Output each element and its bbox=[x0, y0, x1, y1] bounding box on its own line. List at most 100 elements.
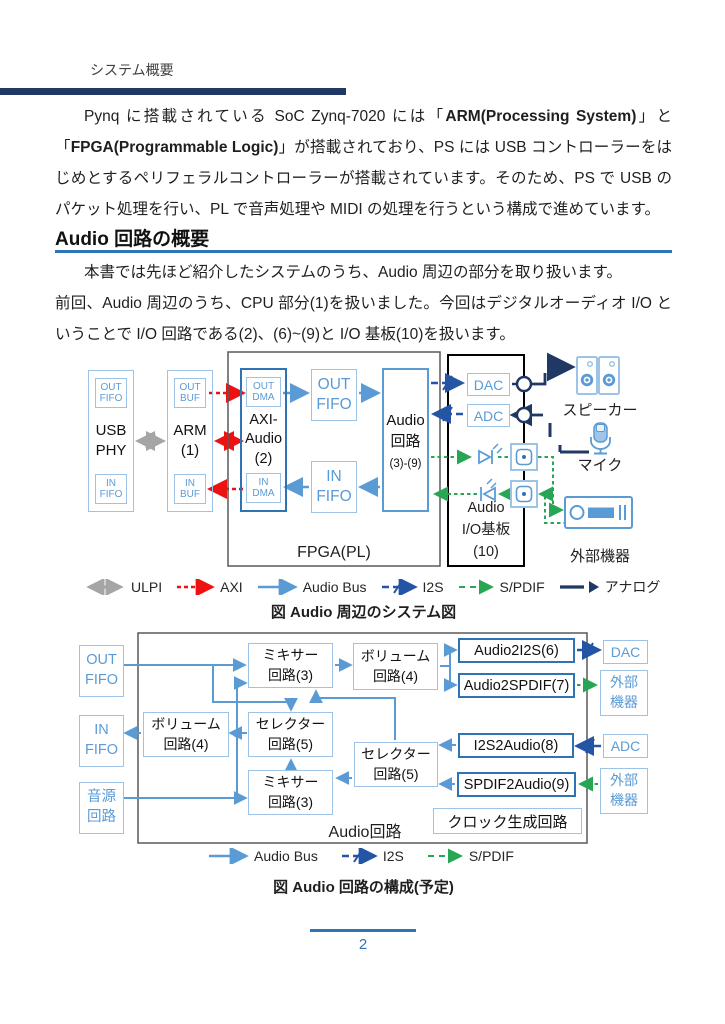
intro-bold-fpga: FPGA(Programmable Logic) bbox=[70, 139, 279, 156]
d2-ext-top-box: 外部 機器 bbox=[600, 670, 648, 716]
mic-label: マイク bbox=[577, 457, 623, 474]
microphone-icon bbox=[590, 422, 611, 455]
d2-clockgen-box: クロック生成回路 bbox=[433, 808, 582, 834]
diagram1-caption: 図 Audio 周辺のシステム図 bbox=[270, 604, 457, 621]
in-buf-box: IN BUF bbox=[174, 474, 206, 504]
spdif-in-1 bbox=[544, 494, 567, 524]
footer-rule bbox=[310, 929, 416, 932]
legend-analog: アナログ bbox=[558, 577, 660, 597]
legend-i2s: I2S bbox=[380, 579, 444, 595]
led-rx-icon bbox=[480, 478, 497, 502]
d2-mixer-bottom-box: ミキサー 回路(3) bbox=[248, 770, 333, 815]
audio-bus-sample-icon bbox=[257, 579, 298, 595]
d2-branch-1 bbox=[212, 665, 291, 703]
d2-branch-2 bbox=[236, 682, 243, 702]
audio-circuit-box: Audio 回路 (3)-(9) bbox=[382, 368, 429, 512]
i2s-slash bbox=[442, 375, 453, 391]
d2-in-fifo-box: IN FIFO bbox=[79, 715, 124, 767]
spdif-sample-icon bbox=[458, 579, 494, 595]
spdif-out-3 bbox=[538, 456, 557, 511]
speaker-label: スピーカー bbox=[562, 402, 638, 419]
header-rule bbox=[0, 88, 346, 95]
in-dma-box: IN DMA bbox=[246, 473, 281, 503]
legend2-i2s: I2S bbox=[340, 848, 404, 864]
ulpi-sample-icon bbox=[86, 579, 124, 595]
d2-i2s2audio-box: I2S2Audio(8) bbox=[458, 733, 574, 758]
audio-bus-sample-icon bbox=[209, 848, 249, 864]
audio-circuit-sublabel: (3)-(9) bbox=[389, 458, 422, 470]
section-paragraph-2: 前回、Audio 周辺のうち、CPU 部分(1)を扱いました。今回はデジタルオー… bbox=[55, 295, 672, 343]
out-buf-box: OUT BUF bbox=[174, 378, 206, 408]
d2-i2s-slash1 bbox=[584, 642, 594, 658]
usb-in-fifo-box: IN FIFO bbox=[95, 474, 127, 504]
section-heading-rule bbox=[55, 250, 672, 253]
arm-label: ARM (1) bbox=[173, 421, 207, 459]
section-paragraph-1: 本書では先ほど紹介したシステムのうち、Audio 周辺の部分を取り扱います。 bbox=[84, 264, 622, 281]
d2-adc-box: ADC bbox=[603, 734, 648, 758]
d2-selector-right-box: セレクター 回路(5) bbox=[354, 742, 438, 787]
d2-i2s-slash2 bbox=[585, 738, 595, 754]
usb-phy-label: USB PHY bbox=[95, 421, 127, 459]
section-heading: Audio 回路の概要 bbox=[55, 229, 210, 250]
ulpi-slash bbox=[145, 433, 156, 449]
audio-circuit-frame-label: Audio回路 bbox=[328, 824, 402, 841]
line-out-jack-icon bbox=[515, 375, 533, 393]
usb-phy-box: OUT FIFO USB PHY IN FIFO bbox=[88, 370, 134, 512]
legend-spdif: S/PDIF bbox=[457, 579, 545, 595]
arm-box: OUT BUF ARM (1) IN BUF bbox=[167, 370, 213, 512]
axi-audio-box: OUT DMA AXI- Audio (2) IN DMA bbox=[240, 368, 287, 512]
io-board-label: Audio I/O基板 (10) bbox=[461, 500, 511, 560]
legend-axi: AXI bbox=[175, 579, 243, 595]
led-tx-icon bbox=[478, 443, 503, 465]
i2s-slash2 bbox=[442, 406, 453, 422]
d2-audio2i2s-box: Audio2I2S(6) bbox=[458, 638, 575, 663]
d2-mixer-top-box: ミキサー 回路(3) bbox=[248, 643, 333, 688]
optical-out-connector-icon bbox=[510, 443, 538, 471]
audio-circuit-label: Audio 回路 bbox=[386, 412, 425, 450]
fpga-label: FPGA(PL) bbox=[297, 544, 371, 561]
page-number: 2 bbox=[358, 936, 368, 953]
legend2-spdif: S/PDIF bbox=[426, 848, 514, 864]
d2-audio2spdif-box: Audio2SPDIF(7) bbox=[458, 673, 575, 698]
diagram2-caption: 図 Audio 回路の構成(予定) bbox=[273, 879, 454, 896]
intro-paragraph: Pynq に搭載されている SoC Zynq-7020 には「ARM(Proce… bbox=[55, 108, 672, 218]
legend-ulpi: ULPI bbox=[84, 579, 162, 595]
legend-audio-bus: Audio Bus bbox=[256, 579, 367, 595]
legend-2: Audio Bus I2S S/PDIF bbox=[207, 848, 514, 864]
analog-jack-elbow bbox=[532, 373, 547, 386]
d2-out-fifo-box: OUT FIFO bbox=[79, 645, 124, 697]
d2-ext-bottom-box: 外部 機器 bbox=[600, 768, 648, 814]
spdif-sample-icon bbox=[427, 848, 463, 864]
optical-in-connector-icon bbox=[510, 480, 538, 508]
legend-1: ULPI AXI Audio Bus I2S S/PDIF アナログ bbox=[84, 577, 660, 597]
running-header: システム概要 bbox=[90, 62, 174, 78]
adc-box: ADC bbox=[467, 404, 510, 427]
speaker-icon bbox=[576, 356, 620, 395]
i2s-sample-icon bbox=[381, 579, 418, 595]
section-body: 本書では先ほど紹介したシステムのうち、Audio 周辺の部分を取り扱います。 前… bbox=[55, 257, 672, 350]
d2-volume-left-box: ボリューム 回路(4) bbox=[143, 712, 229, 757]
dac-box: DAC bbox=[467, 373, 510, 396]
analog-mic-line bbox=[558, 445, 589, 454]
in-fifo-box: IN FIFO bbox=[311, 461, 357, 513]
external-device-icon bbox=[564, 496, 633, 529]
intro-text: Pynq に搭載されている SoC Zynq-7020 には「 bbox=[84, 108, 446, 125]
fpga-frame bbox=[227, 351, 441, 567]
axi-sample-icon bbox=[177, 579, 215, 595]
d2-spdif2audio-box: SPDIF2Audio(9) bbox=[457, 772, 576, 797]
external-device-label: 外部機器 bbox=[569, 548, 630, 565]
line-in-jack-icon bbox=[515, 406, 533, 424]
legend2-audio-bus: Audio Bus bbox=[207, 848, 318, 864]
analog-sample-icon bbox=[559, 581, 599, 593]
d2-selector-mid-box: セレクター 回路(5) bbox=[248, 712, 333, 757]
out-dma-box: OUT DMA bbox=[246, 377, 281, 407]
d2-volume-right-box: ボリューム 回路(4) bbox=[353, 643, 438, 690]
d2-source-box: 音源 回路 bbox=[79, 782, 124, 834]
usb-out-fifo-box: OUT FIFO bbox=[95, 378, 127, 408]
d2-selr-up bbox=[316, 697, 396, 740]
axi-audio-label: AXI- Audio (2) bbox=[244, 411, 283, 467]
d2-selm-volume bbox=[232, 732, 247, 738]
i2s-sample-icon bbox=[341, 848, 378, 864]
